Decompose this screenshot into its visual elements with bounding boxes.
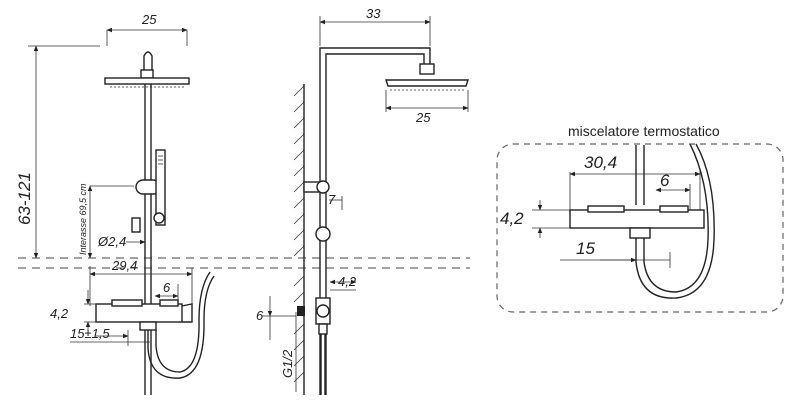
front-mixer-height-dim: 4,2	[50, 306, 69, 321]
detail-spout-dim: 15	[576, 239, 595, 258]
side-wall-bracket	[303, 180, 330, 194]
detail-frame	[496, 143, 784, 313]
side-shower-head	[385, 63, 469, 91]
side-bracket-dim: 7	[328, 192, 336, 207]
front-view: 25 63-121 Interasse 69,5 cm	[15, 12, 215, 395]
side-mixer-depth-dim: 4,2	[338, 274, 357, 289]
front-height-range-dim: 63-121	[15, 172, 34, 225]
front-head-width-dim: 25	[141, 12, 157, 27]
detail-height-dim: 4,2	[500, 209, 524, 228]
detail-title: miscelatore termostatico	[568, 123, 720, 139]
front-interasse-dim: Interasse 69,5 cm	[78, 183, 88, 255]
detail-width-dim: 30,4	[584, 153, 617, 172]
side-slider	[315, 226, 331, 242]
front-shower-head	[104, 51, 190, 88]
front-mixer-body	[95, 299, 193, 331]
front-wall-offset-dim: 15±1,5	[70, 326, 110, 341]
front-pipe-diameter-dim: Ø2,4	[97, 234, 126, 249]
side-view: 33 25 7 4,2	[256, 6, 469, 395]
front-hose	[147, 271, 215, 379]
detail-hose	[635, 143, 715, 299]
detail-offset-dim: 6	[660, 171, 670, 190]
side-arm-length-dim: 33	[366, 6, 381, 21]
side-inlet-height-dim: 6	[256, 308, 264, 323]
detail-thermostatic-mixer: miscelatore termostatico 30,4 6 4,2 15	[496, 123, 784, 313]
side-head-width-dim: 25	[415, 110, 431, 125]
front-mixer-offset-dim: 6	[163, 280, 171, 295]
side-thread-dim: G1/2	[280, 349, 295, 378]
side-mixer	[297, 297, 331, 335]
front-mixer-width-dim: 29,4	[111, 258, 137, 273]
front-hand-shower	[131, 149, 166, 233]
